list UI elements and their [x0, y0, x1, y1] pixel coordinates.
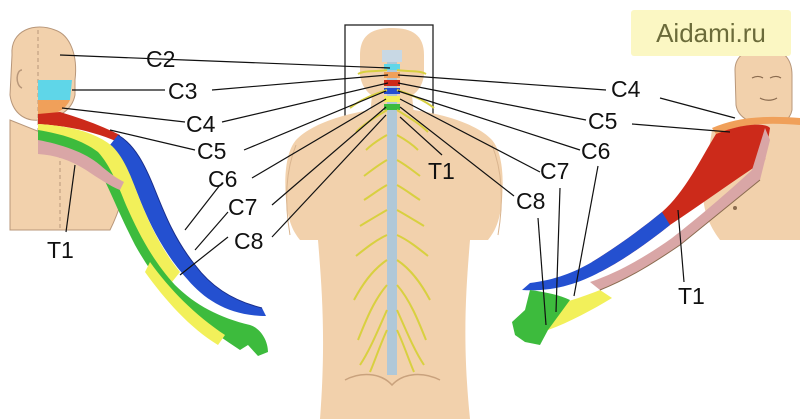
segment-c3: [384, 64, 400, 70]
label-left-c2: C2: [146, 46, 176, 72]
label-left-t1: T1: [47, 237, 74, 263]
right-head: [734, 47, 793, 126]
right-c8-band: [512, 290, 570, 345]
left-t1-band: [38, 140, 124, 190]
spine-column: [387, 55, 397, 375]
label-right-c6: C6: [581, 138, 611, 164]
label-right-c5: C5: [588, 108, 618, 134]
left-c4-band: [38, 100, 70, 114]
label-left-c7: C7: [228, 194, 258, 220]
segment-c8: [384, 104, 400, 110]
left-c5-band: [38, 112, 120, 142]
left-figure: [9, 26, 268, 356]
label-right-t1: T1: [678, 283, 705, 309]
segment-c6: [384, 88, 400, 94]
segment-c4: [384, 72, 400, 78]
left-ear: [16, 69, 23, 89]
label-right-c4: C4: [611, 76, 641, 102]
label-left-c8: C8: [234, 228, 264, 254]
label-left-c4: C4: [186, 111, 216, 137]
right-figure: [512, 47, 800, 345]
right-c7-band: [540, 290, 612, 330]
label-left-c5: C5: [197, 138, 227, 164]
label-right-c7: C7: [540, 158, 570, 184]
right-c6-band: [522, 212, 670, 291]
label-left-c3: C3: [168, 78, 198, 104]
segment-c5: [384, 80, 400, 86]
segment-c7: [384, 96, 400, 102]
center-figure: [285, 24, 503, 419]
right-c4-band: [712, 116, 800, 134]
label-center-t1: T1: [428, 158, 455, 184]
left-c3-band: [38, 80, 72, 100]
label-left-c6: C6: [208, 166, 238, 192]
watermark: Aidami.ru: [631, 10, 791, 56]
leader-lines: [59, 54, 736, 326]
label-right-c8: C8: [516, 188, 546, 214]
left-c8-band: [38, 130, 268, 356]
left-c6-band: [110, 135, 266, 316]
